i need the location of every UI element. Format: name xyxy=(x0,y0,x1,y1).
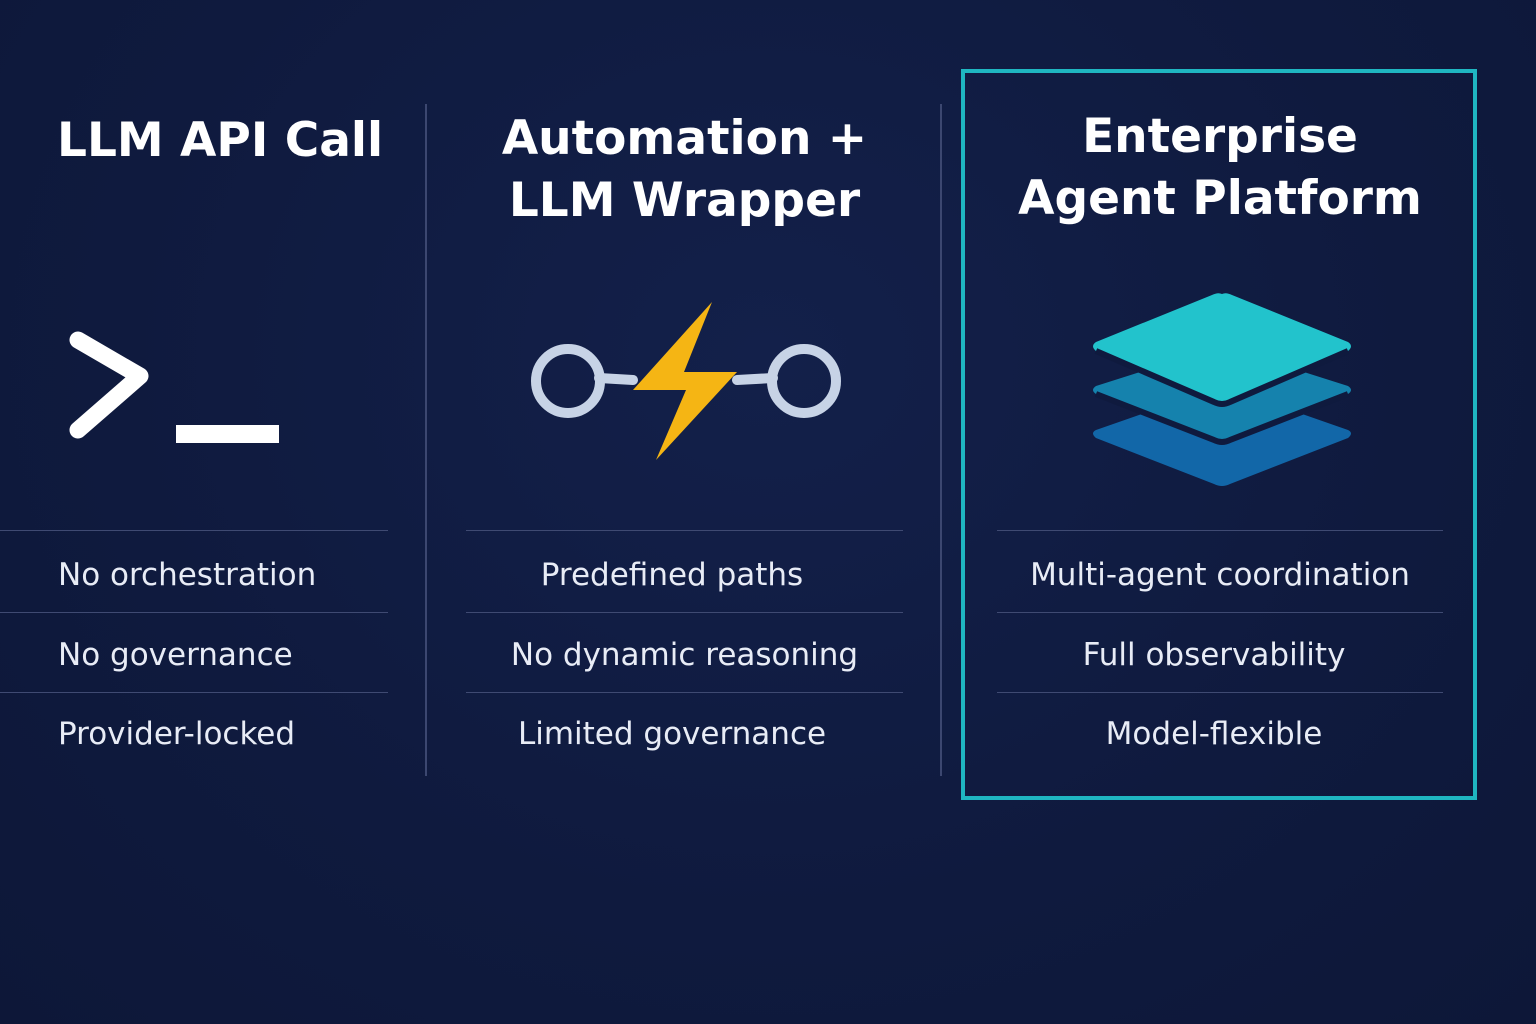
lightning-bolt-icon xyxy=(633,302,737,460)
feature-divider xyxy=(0,692,388,693)
feature-divider xyxy=(997,692,1443,693)
column-title: LLM API Call xyxy=(57,110,383,172)
feature-divider xyxy=(466,692,903,693)
feature-item: No dynamic reasoning xyxy=(510,637,859,673)
column-title: Automation + LLM Wrapper xyxy=(466,108,903,232)
feature-item: No governance xyxy=(58,637,293,673)
column-title-line: LLM API Call xyxy=(57,113,384,168)
terminal-prompt-icon xyxy=(69,331,279,443)
column-divider-2 xyxy=(940,104,942,776)
feature-divider xyxy=(997,530,1443,531)
feature-item: Full observability xyxy=(1082,637,1346,673)
column-title: Enterprise Agent Platform xyxy=(997,106,1443,230)
feature-divider xyxy=(997,612,1443,613)
feature-item: Limited governance xyxy=(517,716,827,752)
feature-item: Provider-locked xyxy=(58,716,296,752)
column-title-line: Enterprise xyxy=(1082,109,1358,164)
column-title-line: LLM Wrapper xyxy=(508,173,861,228)
highlight-frame xyxy=(961,69,1477,800)
feature-item: No orchestration xyxy=(58,557,317,593)
column-title-line: Automation + xyxy=(501,111,868,166)
feature-divider xyxy=(0,612,388,613)
feature-divider xyxy=(0,530,388,531)
column-title-line: Agent Platform xyxy=(1018,171,1422,226)
feature-divider xyxy=(466,530,903,531)
feature-item: Predefined paths xyxy=(540,557,804,593)
stacked-layers-icon xyxy=(1093,293,1351,486)
feature-item: Multi-agent coordination xyxy=(1030,557,1410,593)
feature-item: Model-flexible xyxy=(1105,716,1323,752)
lightning-connector-icon xyxy=(531,302,841,460)
feature-divider xyxy=(466,612,903,613)
column-divider-1 xyxy=(425,104,427,776)
